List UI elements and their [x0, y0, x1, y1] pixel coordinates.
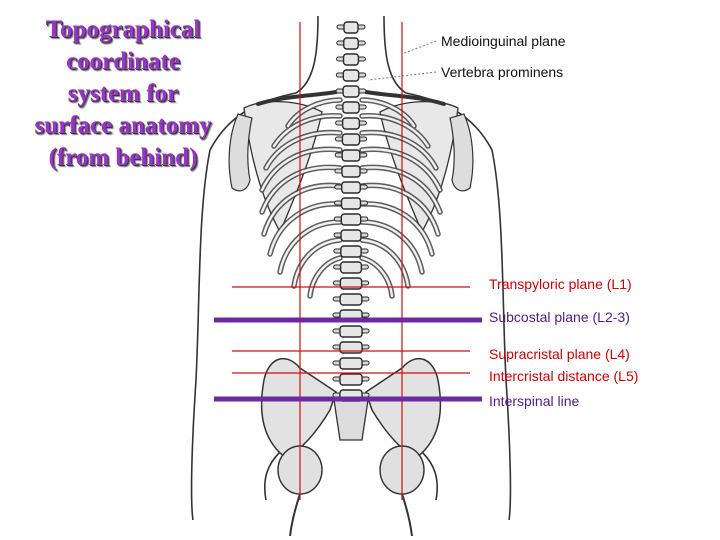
vertebra: [339, 325, 363, 338]
vertebra: [341, 117, 361, 130]
planes: [214, 22, 482, 500]
vertebral-column: [332, 21, 370, 402]
vertebra: [341, 181, 361, 194]
vertebra: [340, 197, 362, 210]
intercristal-distance-label: Intercristal distance (L5): [489, 368, 639, 384]
vertebra: [340, 213, 362, 226]
vertebra-prominens-leader: [367, 71, 437, 81]
vertebra: [339, 357, 363, 370]
slide-title: Topographical coordinate system for surf…: [34, 16, 212, 171]
vertebra: [343, 37, 359, 50]
vertebra: [340, 245, 362, 258]
vertebra: [340, 229, 362, 242]
vertebra: [342, 101, 360, 114]
leader-lines: [367, 40, 437, 81]
body-silhouette: [190, 15, 512, 521]
vertebra-prominens-label: Vertebra prominens: [441, 64, 564, 80]
vertebra: [342, 85, 360, 98]
vertebra: [341, 149, 361, 162]
vertebra: [339, 293, 363, 306]
subcostal-plane-label: Subcostal plane (L2-3): [489, 309, 630, 325]
supracristal-plane-label: Supracristal plane (L4): [489, 346, 630, 362]
ribs-highlight: [260, 98, 442, 298]
vertebra: [343, 21, 359, 34]
vertebra: [339, 277, 363, 290]
vertebra: [341, 133, 361, 146]
pelvis: [260, 357, 442, 537]
vertebra: [342, 53, 360, 66]
vertebra: [342, 69, 360, 82]
medioinguinal-plane-label: Medioinguinal plane: [441, 33, 566, 49]
clavicles: [256, 90, 446, 106]
transpyloric-plane-label: Transpyloric plane (L1): [489, 276, 632, 292]
interspinal-line-label: Interspinal line: [489, 393, 580, 409]
vertebra: [339, 373, 363, 386]
vertebra: [339, 261, 363, 274]
medioinguinal-leader: [401, 40, 437, 55]
vertebra: [341, 165, 361, 178]
vertebra: [339, 341, 363, 354]
